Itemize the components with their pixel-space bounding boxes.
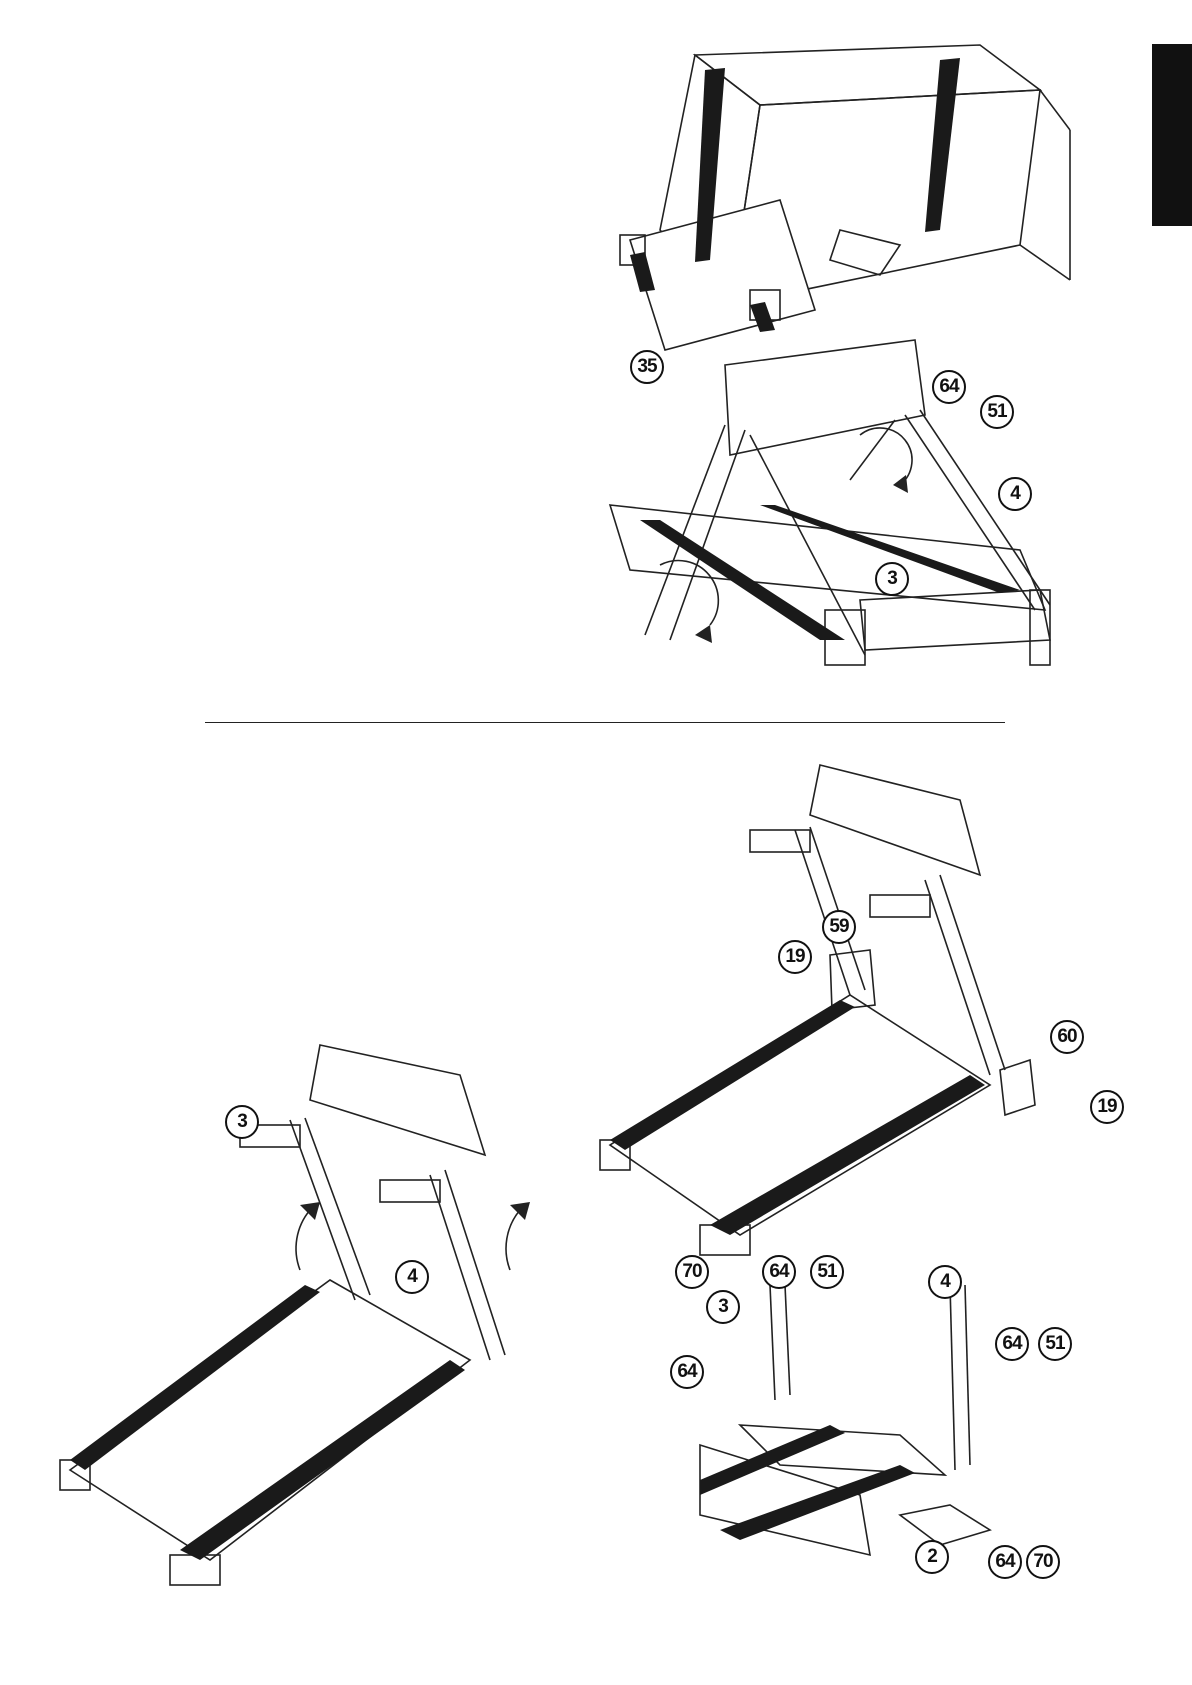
bolt-detail-drawing — [700, 1285, 1090, 1585]
callout-part-70: 70 — [675, 1255, 709, 1289]
callout-part-64: 64 — [762, 1255, 796, 1289]
bolt-detail-illustration: 70 3 64 51 4 64 64 51 2 64 70 — [700, 1285, 1090, 1585]
callout-part-64: 64 — [995, 1327, 1029, 1361]
side-cover-drawing — [600, 755, 1150, 1260]
upright-lift-illustration: 35 64 51 4 3 — [600, 335, 1140, 695]
assembled-treadmill-illustration: 3 4 — [40, 1030, 560, 1610]
assembled-treadmill-drawing — [40, 1030, 560, 1610]
callout-part-4: 4 — [395, 1260, 429, 1294]
upright-lift-drawing — [600, 335, 1140, 695]
callout-part-59: 59 — [822, 910, 856, 944]
callout-part-35: 35 — [630, 350, 664, 384]
folded-treadmill-illustration — [600, 30, 1180, 345]
folded-treadmill-drawing — [600, 30, 1180, 345]
callout-part-19: 19 — [778, 940, 812, 974]
callout-part-4: 4 — [928, 1265, 962, 1299]
callout-part-3: 3 — [706, 1290, 740, 1324]
callout-part-4: 4 — [998, 477, 1032, 511]
side-cover-illustration: 59 19 60 19 — [600, 755, 1150, 1260]
callout-part-2: 2 — [915, 1540, 949, 1574]
callout-part-51: 51 — [980, 395, 1014, 429]
callout-part-19: 19 — [1090, 1090, 1124, 1124]
callout-part-51: 51 — [1038, 1327, 1072, 1361]
callout-part-70: 70 — [1026, 1545, 1060, 1579]
callout-part-51: 51 — [810, 1255, 844, 1289]
callout-part-64: 64 — [670, 1355, 704, 1389]
callout-part-3: 3 — [225, 1105, 259, 1139]
callout-part-64: 64 — [932, 370, 966, 404]
callout-part-60: 60 — [1050, 1020, 1084, 1054]
callout-part-64: 64 — [988, 1545, 1022, 1579]
section-divider — [205, 722, 1005, 723]
callout-part-3: 3 — [875, 562, 909, 596]
